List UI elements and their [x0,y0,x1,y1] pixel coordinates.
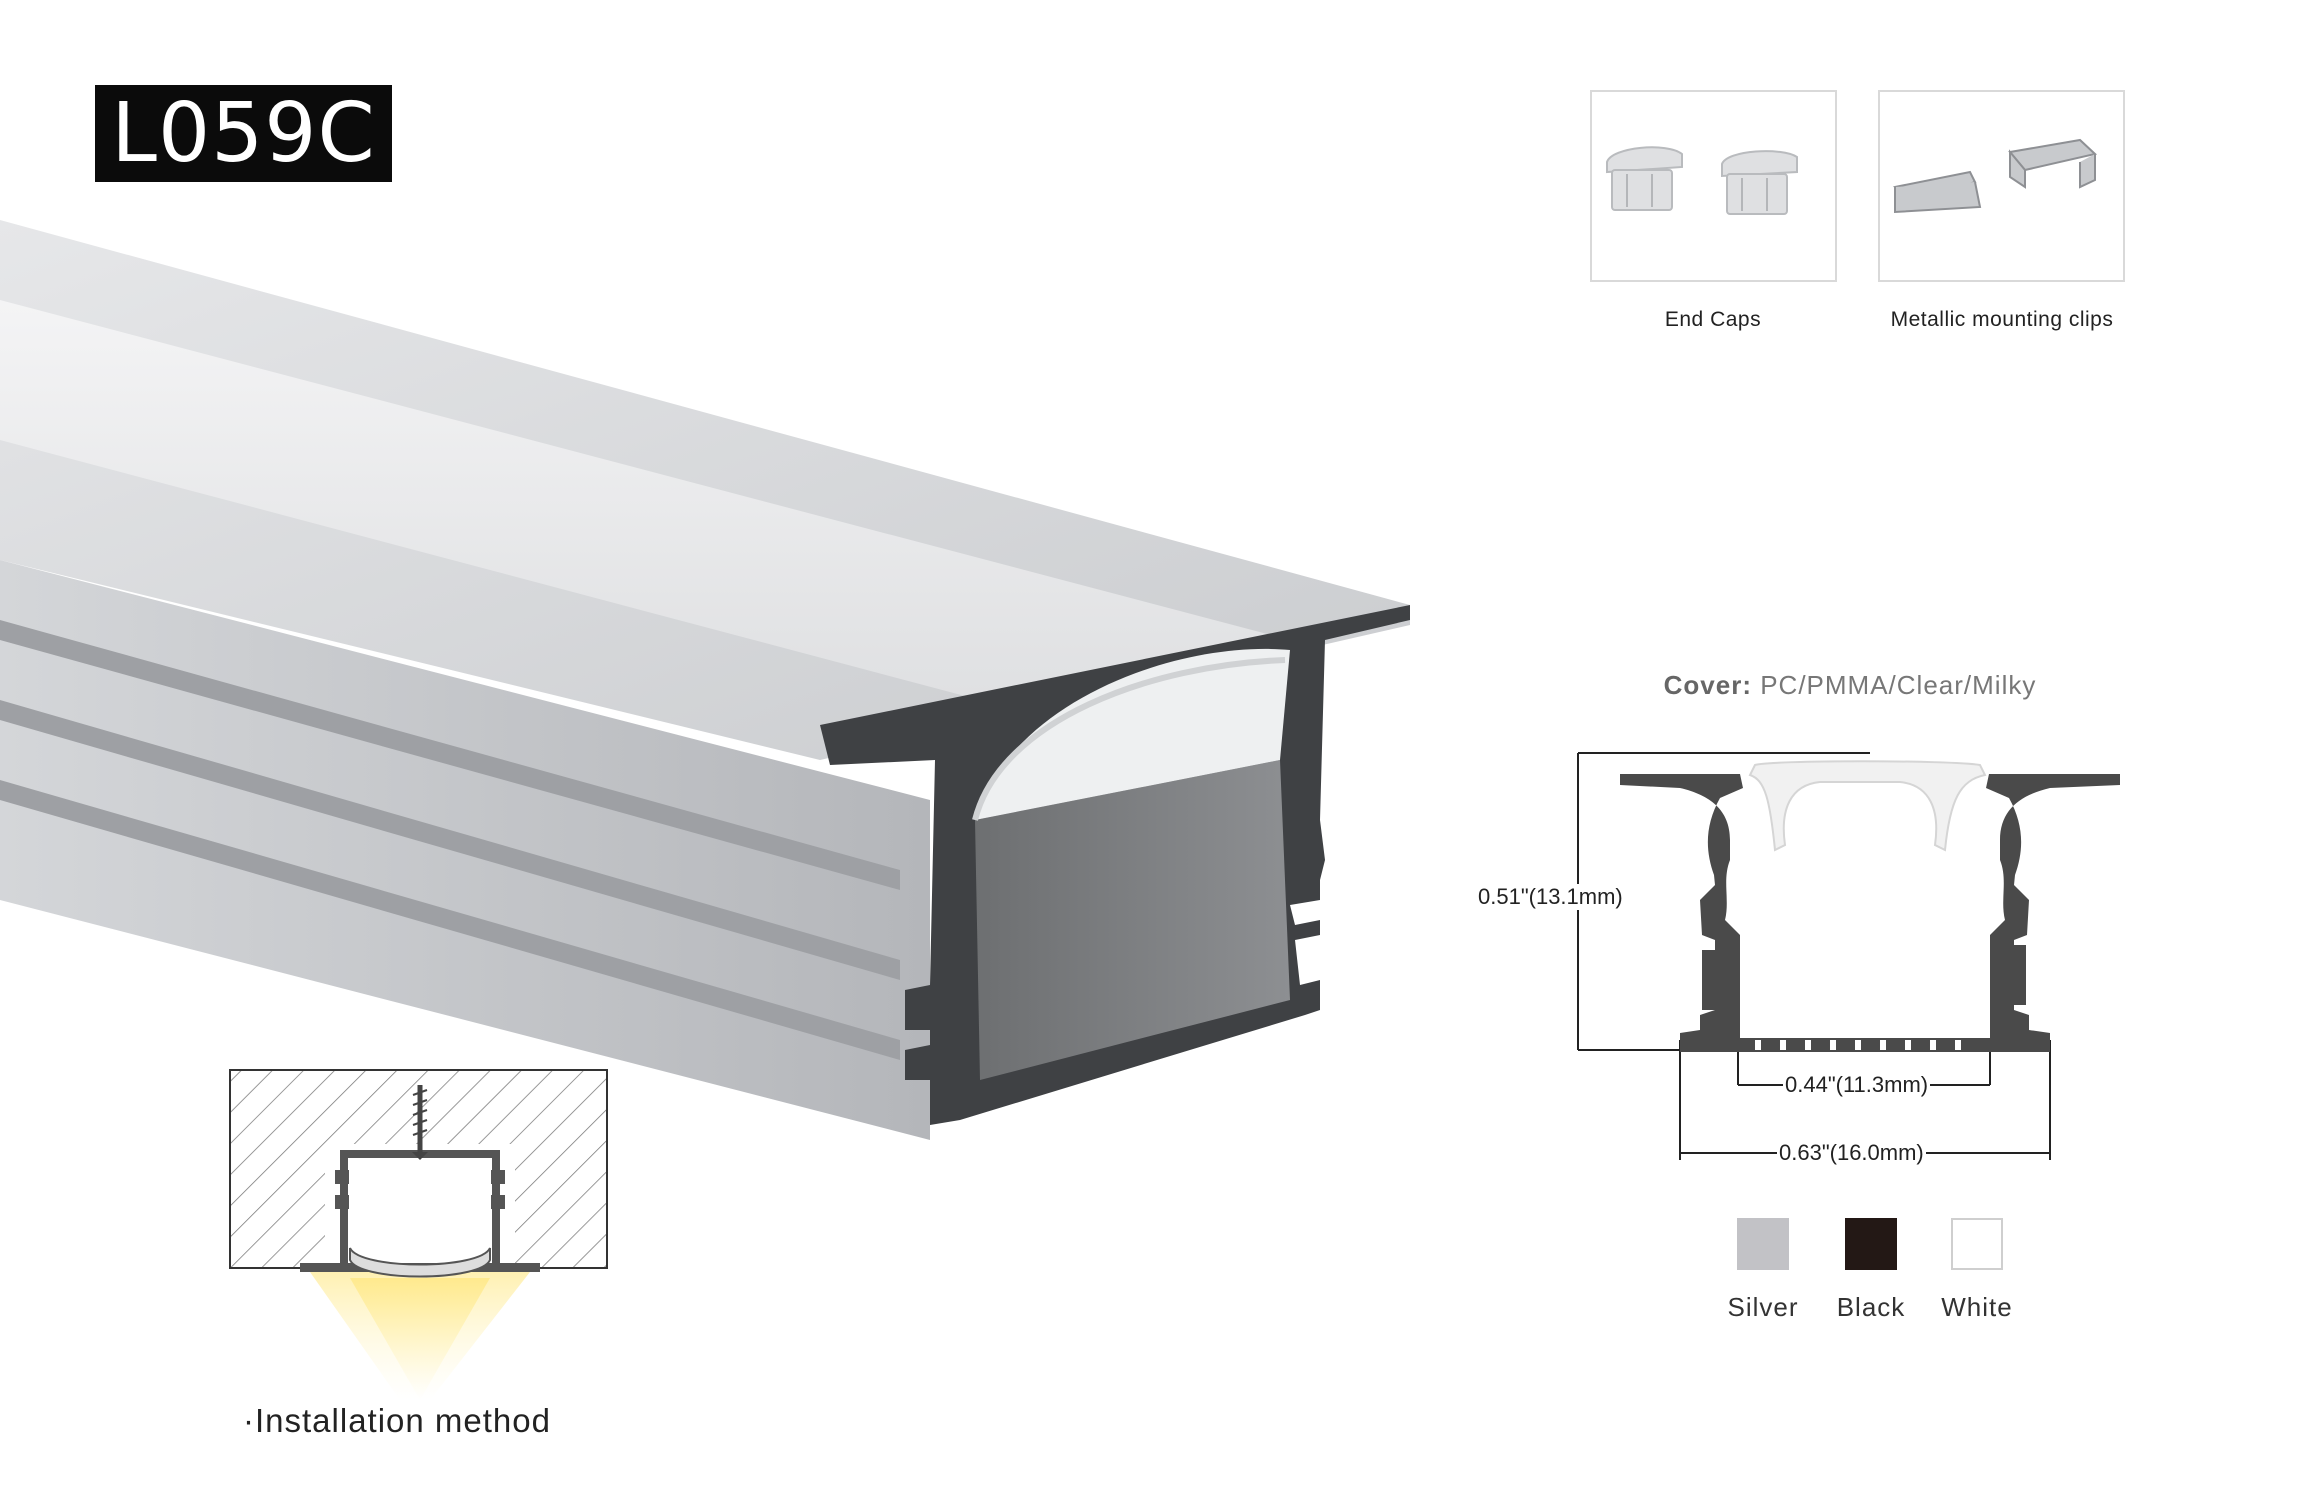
height-dimension-label: 0.51"(13.1mm) [1478,884,1623,910]
screw-icon [412,1085,428,1160]
mounting-clips-thumbnail [1878,90,2125,282]
white-label: White [1941,1292,2013,1322]
installation-method-label: ·Installation method [243,1402,551,1439]
silver-label: Silver [1727,1292,1799,1322]
black-swatch [1845,1218,1897,1270]
cover-material-line: Cover: PC/PMMA/Clear/Milky [1560,670,2140,701]
white-swatch [1951,1218,2003,1270]
cover-title: Cover: [1663,670,1752,700]
profile-3d-render [0,220,1410,1140]
silver-swatch [1737,1218,1789,1270]
black-label: Black [1836,1292,1906,1322]
end-caps-thumbnail [1590,90,1837,282]
cross-section-diagram [1577,752,2120,1160]
model-number-badge: L059C [95,85,392,182]
installation-diagram [229,1069,608,1400]
end-caps-label: End Caps [1664,308,1762,331]
inner-width-dimension-label: 0.44"(11.3mm) [1783,1072,1931,1098]
mounting-clips-image [1893,138,2098,214]
end-caps-image [1606,146,1798,215]
cover-value: PC/PMMA/Clear/Milky [1760,670,2037,700]
mounting-clips-label: Metallic mounting clips [1890,308,2114,331]
outer-width-dimension-label: 0.63"(16.0mm) [1777,1140,1926,1166]
